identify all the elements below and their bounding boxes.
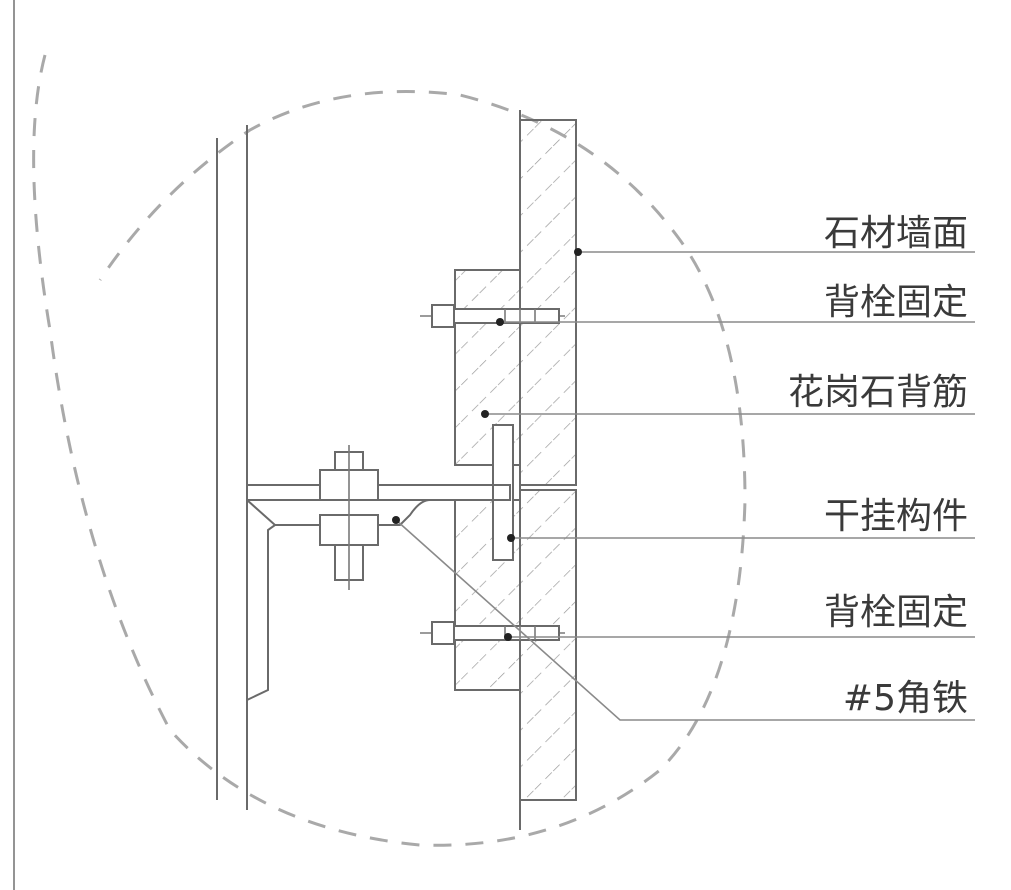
label-dry-hang-member: 干挂构件 bbox=[824, 496, 968, 537]
label-stone-wall: 石材墙面 bbox=[824, 213, 968, 254]
label-angle-iron: #5角铁 bbox=[843, 678, 968, 719]
granite-back-rib bbox=[454, 269, 521, 691]
back-bolt-lower-shape bbox=[420, 621, 565, 645]
back-bolt-upper-shape bbox=[420, 304, 565, 328]
label-back-bolt-lower: 背栓固定 bbox=[824, 592, 968, 633]
stone-wall-panel bbox=[519, 110, 577, 830]
detail-circle bbox=[32, 54, 747, 847]
dry-hang-plate bbox=[492, 424, 514, 561]
label-back-bolt-upper: 背栓固定 bbox=[824, 282, 968, 323]
steel-keel bbox=[216, 125, 248, 810]
hex-bolt-nut bbox=[319, 445, 379, 590]
label-granite-rib: 花岗石背筋 bbox=[788, 372, 968, 413]
leader-dots bbox=[392, 248, 582, 641]
leader-lines bbox=[395, 251, 975, 721]
